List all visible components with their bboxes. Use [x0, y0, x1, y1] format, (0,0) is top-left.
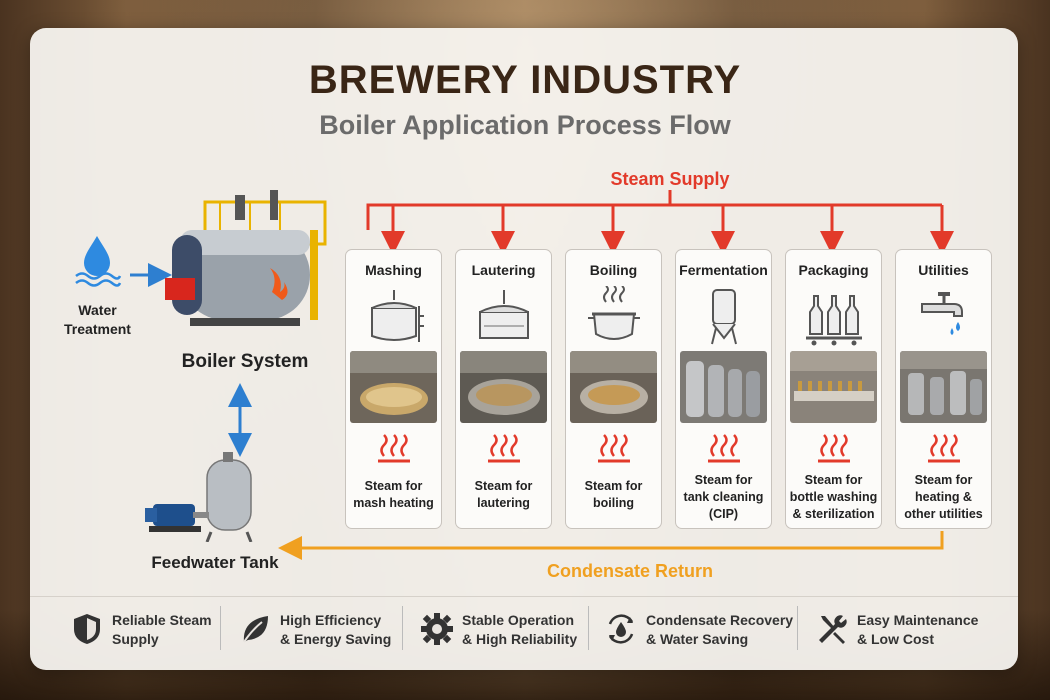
fermenter-icon [711, 289, 737, 345]
stage-utilities: Utilities Steam for heating & other util… [895, 249, 992, 529]
feature-stable-operation: Stable Operation & High Reliability [420, 610, 585, 650]
stage-description: Steam for bottle washing & sterilization [789, 473, 878, 521]
steam-icon [488, 434, 520, 463]
steam-icon [928, 434, 960, 463]
feature-reliable-steam: Reliable Steam Supply [70, 610, 220, 650]
feature-separator [220, 606, 221, 650]
packaging-photo [790, 351, 877, 423]
stage-boiling: Boiling Steam for boiling [565, 249, 662, 529]
boiling-photo [570, 351, 657, 423]
bottles-icon [806, 295, 862, 346]
recycle-drop-icon [608, 614, 634, 644]
gear-icon [421, 613, 453, 645]
shield-icon [74, 614, 100, 644]
stage-description: Steam for lautering [474, 479, 533, 510]
stage-fermentation: Fermentation Steam for tank cleaning (CI… [675, 249, 772, 529]
steam-supply-label: Steam Supply [610, 169, 730, 189]
faucet-icon [921, 292, 963, 335]
stage-name: Mashing [365, 262, 422, 278]
stage-name: Lautering [471, 262, 536, 278]
feature-separator [402, 606, 403, 650]
stage-description: Steam for boiling [584, 479, 643, 510]
feature-high-efficiency: High Efficiency & Energy Saving [238, 610, 398, 650]
mashing-photo [350, 351, 437, 423]
feature-separator [797, 606, 798, 650]
steam-icon [708, 434, 740, 463]
stage-name: Packaging [798, 262, 869, 278]
lautering-photo [460, 351, 547, 423]
feedwater-tank-label: Feedwater Tank [151, 553, 279, 572]
stage-name: Boiling [589, 262, 638, 278]
condensate-return-label: Condensate Return [546, 561, 714, 581]
boiler-system-label: Boiler System [181, 351, 309, 372]
boil-kettle-icon [588, 286, 640, 340]
stage-packaging: Packaging Steam for bottle washing & ste… [785, 249, 882, 529]
feedwater-tank-icon [145, 452, 253, 542]
page-subtitle: Boiler Application Process Flow [319, 110, 731, 140]
leaf-icon [243, 616, 268, 643]
stage-description: Steam for mash heating [353, 479, 434, 510]
feature-condensate-recovery: Condensate Recovery & Water Saving [604, 610, 793, 650]
water-drop-icon [75, 236, 122, 287]
steam-icon [598, 434, 630, 463]
stage-name: Utilities [918, 262, 969, 278]
feature-easy-maintenance: Easy Maintenance & Low Cost [815, 610, 985, 650]
feature-separator [588, 606, 589, 650]
lauter-tun-icon [479, 290, 529, 339]
water-treatment-label: Water Treatment [64, 302, 131, 337]
steam-icon [378, 434, 410, 463]
stage-name: Fermentation [679, 262, 768, 278]
page-title: BREWERY INDUSTRY [308, 58, 742, 102]
mash-tun-icon [371, 290, 424, 342]
stage-description: Steam for heating & other utilities [904, 473, 983, 521]
stage-mashing: Mashing Steam for mash heating [345, 249, 442, 529]
stage-description: Steam for tank cleaning (CIP) [683, 473, 764, 521]
steam-icon [818, 434, 850, 463]
boiler-icon [165, 190, 327, 326]
footer-divider [30, 596, 1018, 597]
utilities-photo [900, 351, 987, 423]
stage-lautering: Lautering Steam for lautering [455, 249, 552, 529]
fermentation-photo [680, 351, 767, 423]
wrench-screwdriver-icon [819, 615, 847, 644]
